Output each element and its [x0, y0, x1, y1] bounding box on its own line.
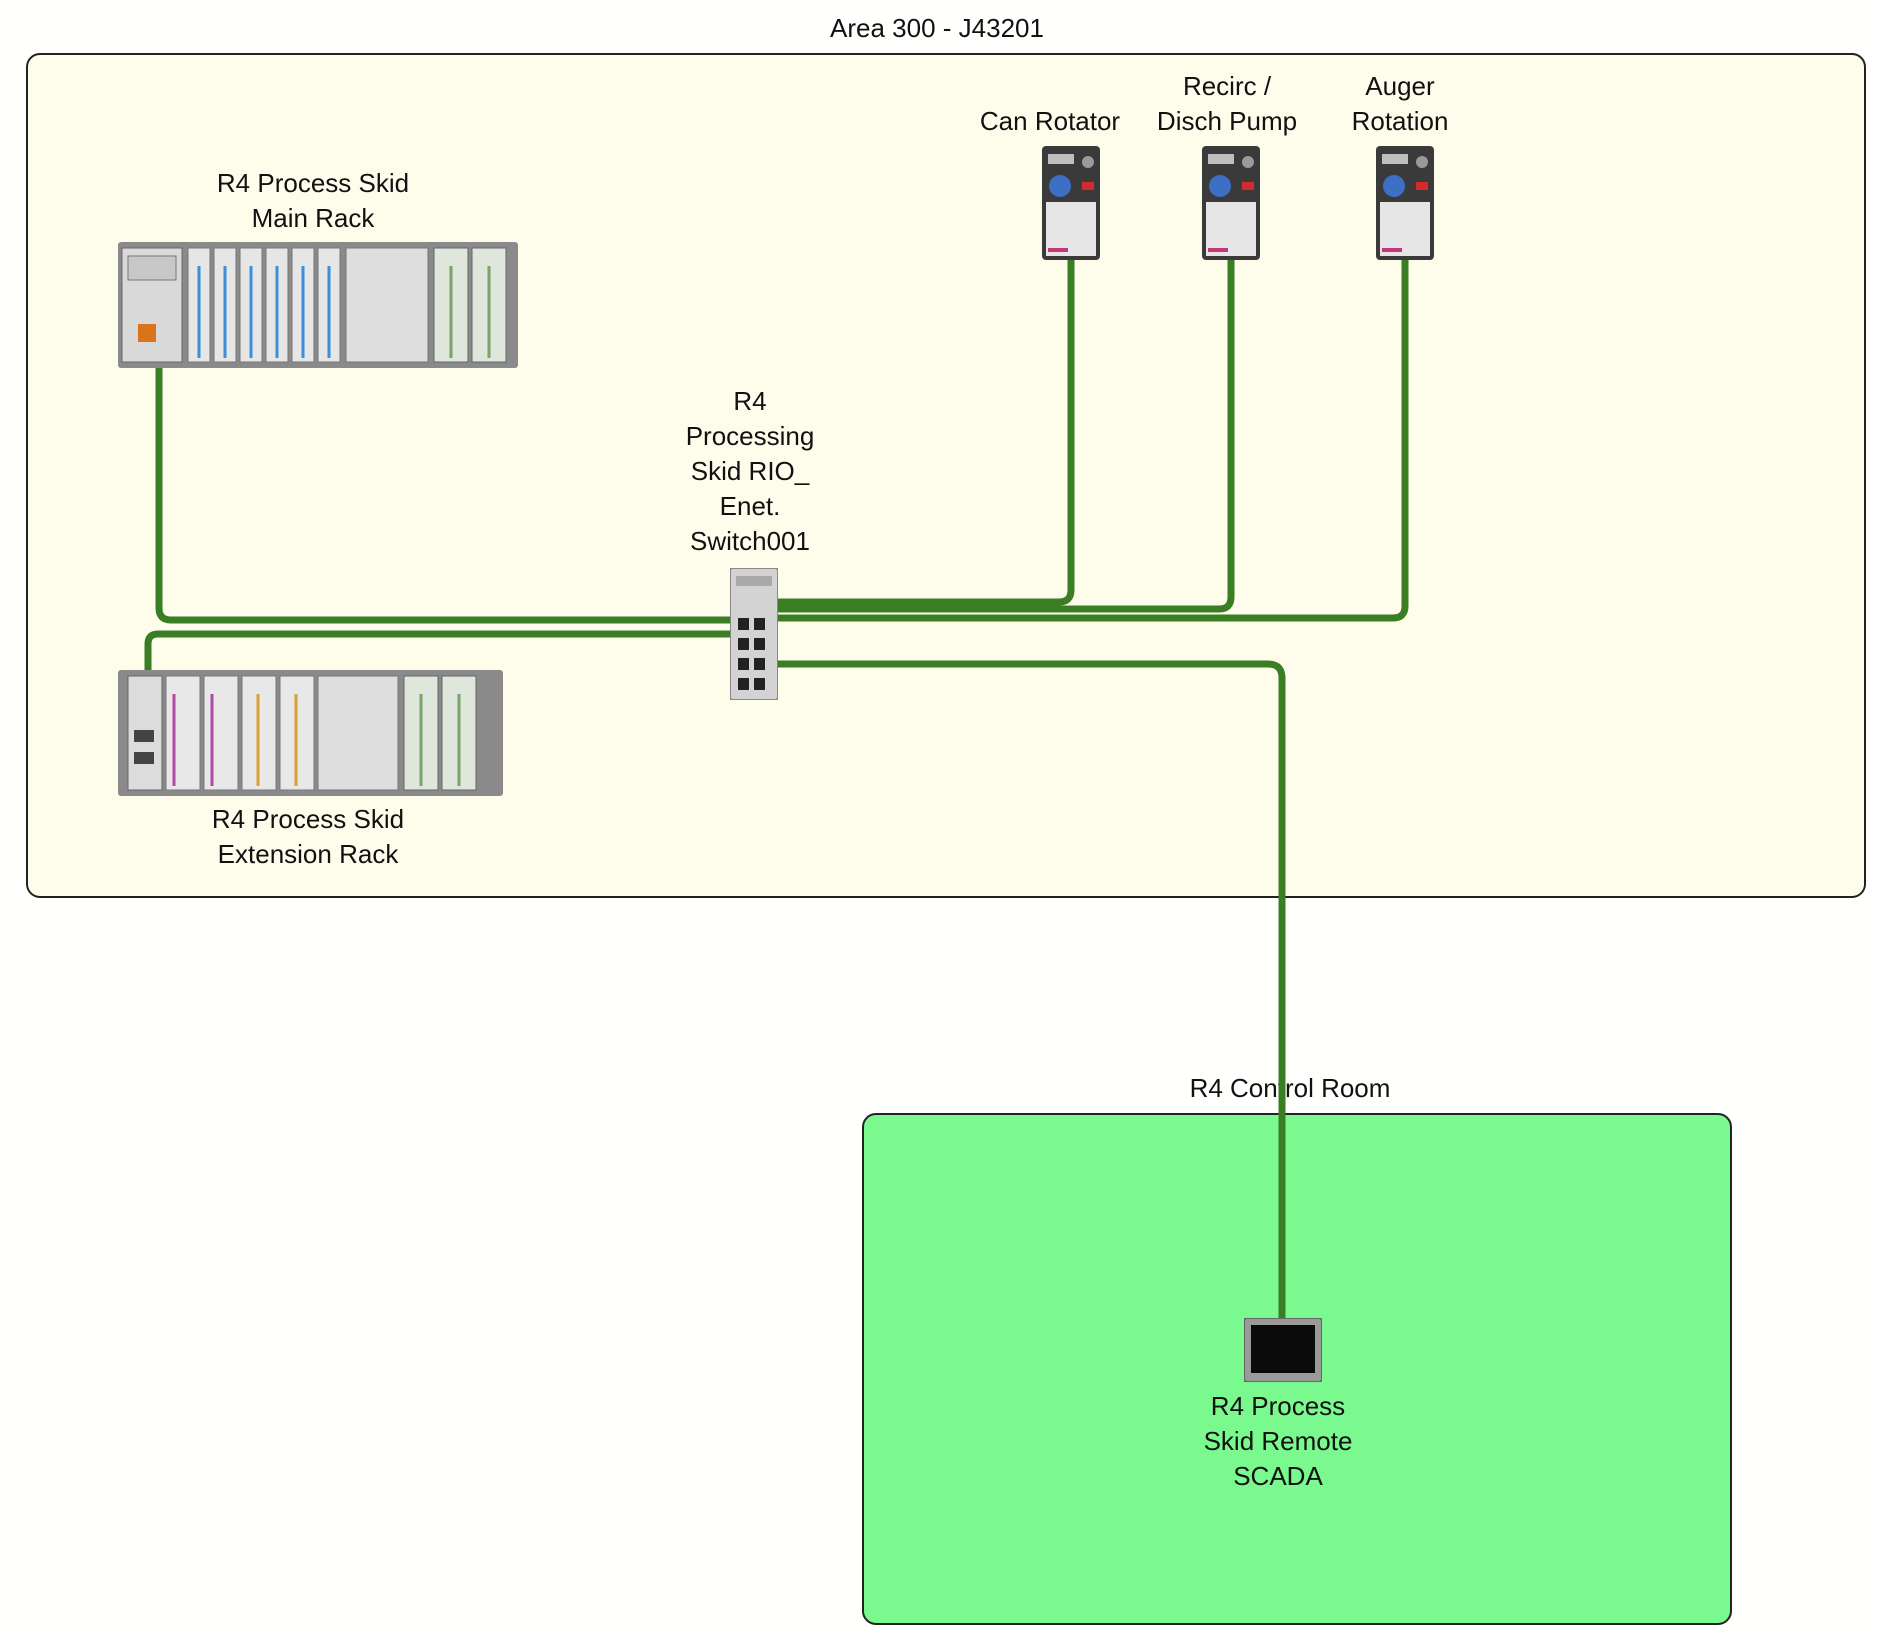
- drive-recirc-pump-label: Recirc / Disch Pump: [1156, 71, 1298, 136]
- ethernet-switch-icon[interactable]: [730, 568, 778, 700]
- wire-ext-rack: [144, 630, 739, 676]
- drive-can-rotator-icon[interactable]: [1042, 146, 1100, 260]
- area-j43201-title: Area 300 - J43201: [830, 13, 1044, 43]
- main-rack-label: R4 Process Skid Main Rack: [216, 168, 410, 233]
- drive-auger-rotation-icon[interactable]: [1376, 146, 1434, 260]
- wire-scada: [774, 660, 1286, 1324]
- area-control-room-title: R4 Control Room: [1189, 1073, 1391, 1103]
- ethernet-switch-label: R4 Processing Skid RIO_ Enet. Switch001: [685, 386, 815, 556]
- drive-recirc-pump-icon[interactable]: [1202, 146, 1260, 260]
- drive-can-rotator-label: Can Rotator: [979, 106, 1121, 136]
- extension-rack-icon[interactable]: [118, 670, 503, 796]
- wire-recirc: [774, 254, 1235, 613]
- drive-auger-rotation-label: Auger Rotation: [1351, 71, 1449, 136]
- extension-rack-label: R4 Process Skid Extension Rack: [211, 804, 405, 869]
- wire-auger: [774, 254, 1409, 622]
- wire-main-rack: [155, 362, 739, 624]
- main-rack-icon[interactable]: [118, 242, 518, 368]
- scada-panel-icon[interactable]: [1244, 1318, 1322, 1382]
- scada-label: R4 Process Skid Remote SCADA: [1203, 1391, 1353, 1491]
- wire-can-rotator: [774, 254, 1075, 606]
